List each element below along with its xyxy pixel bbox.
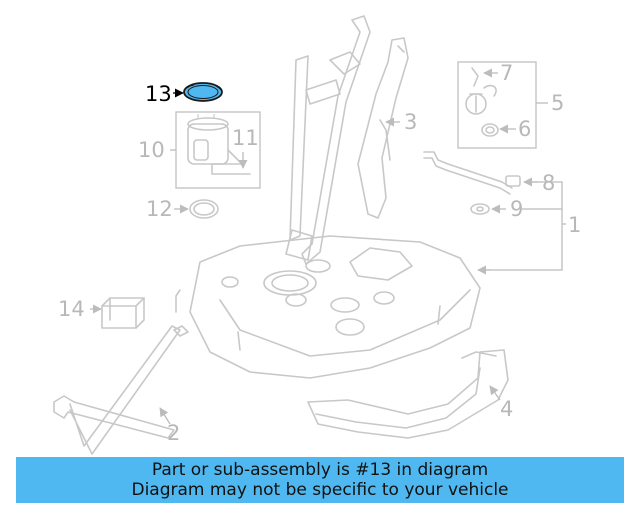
callout-12[interactable]: 12 — [146, 197, 173, 221]
banner-line-1: Part or sub-assembly is #13 in diagram — [151, 460, 489, 480]
callout-13[interactable]: 13 — [145, 82, 172, 106]
filler-cap-group-part-5[interactable] — [457, 61, 537, 149]
callout-14[interactable]: 14 — [58, 297, 85, 321]
sensor-part-8[interactable] — [423, 151, 521, 195]
callout-3[interactable]: 3 — [404, 110, 417, 134]
callout-5[interactable]: 5 — [551, 91, 564, 115]
banner-line-2: Diagram may not be specific to your vehi… — [131, 480, 509, 500]
callout-1[interactable]: 1 — [568, 213, 581, 237]
callout-2[interactable]: 2 — [167, 421, 180, 445]
callout-11[interactable]: 11 — [232, 126, 259, 150]
pipe-shield-part-3[interactable] — [357, 37, 409, 219]
filler-pipe-assembly[interactable] — [285, 15, 371, 265]
seal-ring-part-13[interactable] — [183, 82, 223, 102]
gasket-part-9[interactable] — [470, 203, 490, 215]
info-banner: Part or sub-assembly is #13 in diagram D… — [16, 457, 624, 503]
callout-4[interactable]: 4 — [500, 397, 513, 421]
callout-leader-2 — [159, 407, 171, 425]
callout-8[interactable]: 8 — [542, 171, 555, 195]
fuel-pump-module-part-10[interactable] — [175, 111, 261, 189]
heat-shield-part-4[interactable] — [307, 349, 509, 439]
callout-6[interactable]: 6 — [518, 117, 531, 141]
callout-10[interactable]: 10 — [138, 138, 165, 162]
ring-part-12[interactable] — [189, 199, 219, 219]
callout-7[interactable]: 7 — [500, 61, 513, 85]
fuel-tank-part-1[interactable] — [175, 235, 481, 379]
callout-9[interactable]: 9 — [510, 197, 523, 221]
strap-part-2[interactable] — [53, 325, 189, 455]
module-part-14[interactable] — [101, 297, 145, 329]
callout-bracket-1 — [482, 181, 566, 271]
callout-leader-4 — [489, 385, 501, 401]
